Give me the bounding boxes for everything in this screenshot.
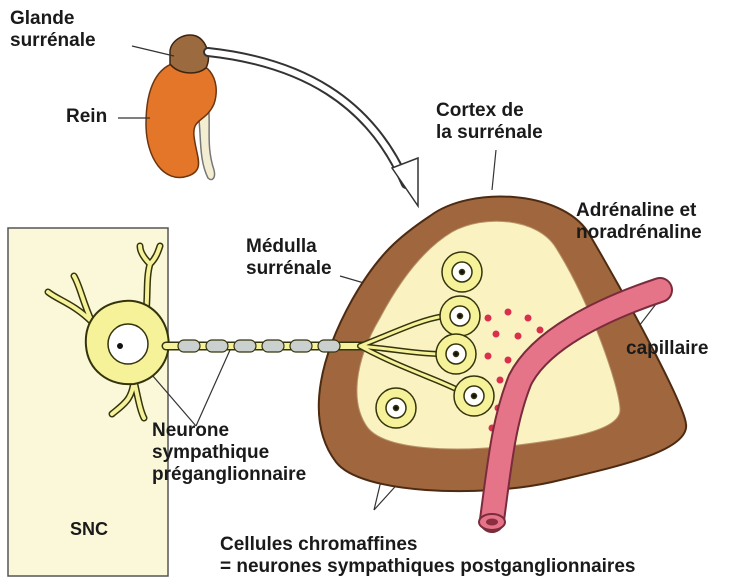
capillaire-label: capillaire xyxy=(626,338,708,360)
neurone-line2: sympathique xyxy=(152,442,306,464)
neurone-line1: Neurone xyxy=(152,420,306,442)
cellules-line1: Cellules chromaffines xyxy=(220,534,635,556)
kidney-icon xyxy=(146,61,216,180)
gland-icon xyxy=(170,35,208,73)
medulla-label: Médulla surrénale xyxy=(246,236,332,280)
adrenaline-line2: noradrénaline xyxy=(576,222,702,244)
zoom-arrow xyxy=(208,52,418,206)
neurone-label: Neurone sympathique préganglionnaire xyxy=(152,420,306,486)
medulla-line2: surrénale xyxy=(246,258,332,280)
adrenaline-line1: Adrénaline et xyxy=(576,200,702,222)
glande-line1: Glande xyxy=(10,8,96,30)
neurone-line3: préganglionnaire xyxy=(152,464,306,486)
cellules-line2: = neurones sympathiques postganglionnair… xyxy=(220,556,635,578)
rein-label: Rein xyxy=(66,106,107,128)
cellules-label: Cellules chromaffines = neurones sympath… xyxy=(220,534,635,578)
cortex-label: Cortex de la surrénale xyxy=(436,100,543,144)
glande-surrenale-label: Glande surrénale xyxy=(10,8,96,52)
glande-line2: surrénale xyxy=(10,30,96,52)
medulla-line1: Médulla xyxy=(246,236,332,258)
snc-label: SNC xyxy=(70,518,108,540)
adrenaline-label: Adrénaline et noradrénaline xyxy=(576,200,702,244)
cortex-line2: la surrénale xyxy=(436,122,543,144)
cortex-line1: Cortex de xyxy=(436,100,543,122)
